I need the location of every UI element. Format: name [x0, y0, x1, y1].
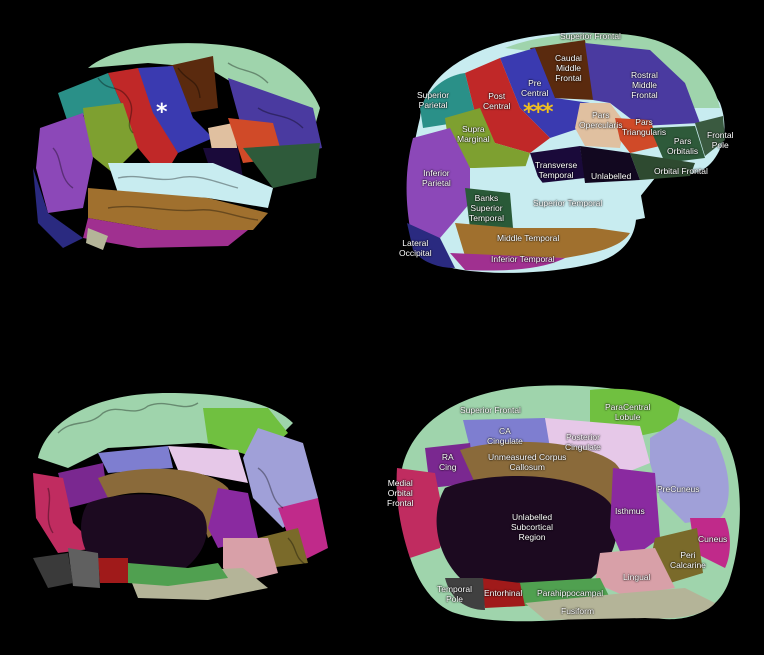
- label-peri-calcarine: Peri Calcarine: [670, 550, 706, 570]
- label-transverse-temporal: Transverse Temporal: [535, 160, 577, 180]
- label-middle-temporal: Middle Temporal: [497, 233, 559, 243]
- label-pars-orbitalis: Pars Orbitalis: [667, 136, 698, 156]
- region-frontal-pole: [33, 553, 73, 588]
- label-parahippocampal: Parahippocampal: [537, 588, 603, 598]
- label-ca-cingulate: CA Cingulate: [487, 426, 523, 446]
- label-superior-temporal: Superior Temporal: [533, 198, 602, 208]
- single-asterisk-marker: *: [156, 100, 168, 125]
- label-superior-frontal: Superior Frontal: [560, 31, 621, 41]
- label-banks-superior-temporal: Banks Superior Temporal: [469, 193, 504, 223]
- label-superior-frontal: Superior Frontal: [460, 405, 521, 415]
- label-orbital-frontal: Orbital Frontal: [654, 166, 708, 176]
- region-entorhinal: [98, 558, 128, 583]
- label-medial-orbital-frontal: Medial Orbital Frontal: [387, 478, 413, 508]
- label-unlabelled: Unlabelled: [591, 171, 631, 181]
- medial-inflated-brain: Superior Frontal ParaCentral Lobule CA C…: [385, 378, 750, 628]
- medial-pial-brain: [28, 388, 328, 608]
- label-pre-central: Pre Central: [521, 78, 548, 98]
- label-post-central: Post Central: [483, 91, 510, 111]
- label-precuneus: PreCuneus: [657, 484, 700, 494]
- label-posterior-cingulate: Posterior Cingulate: [565, 432, 601, 452]
- triple-asterisk-marker: ***: [523, 100, 552, 125]
- label-pars-triangularis: Pars Triangularis: [622, 117, 666, 137]
- label-fusiform: Fusiform: [561, 606, 594, 616]
- lateral-pial-brain: *: [28, 38, 328, 258]
- region-inferior-parietal: [36, 113, 93, 213]
- label-frontal-pole: Frontal Pole: [707, 130, 733, 150]
- label-rostral-middle-frontal: Rostral Middle Frontal: [631, 70, 658, 100]
- label-inferior-temporal: Inferior Temporal: [491, 254, 555, 264]
- label-superior-parietal: Superior Parietal: [417, 90, 449, 110]
- label-inferior-parietal: Inferior Parietal: [422, 168, 451, 188]
- lateral-inflated-brain: *** Superior Frontal Caudal Middle Front…: [395, 28, 740, 278]
- label-caudal-middle-frontal: Caudal Middle Frontal: [555, 53, 582, 83]
- label-paracentral-lobule: ParaCentral Lobule: [605, 402, 650, 422]
- label-supra-marginal: Supra Marginal: [457, 124, 490, 144]
- label-lateral-occipital: Lateral Occipital: [399, 238, 432, 258]
- label-temporal-pole: Temporal Pole: [437, 584, 472, 604]
- label-ra-cing: RA Cing: [439, 452, 456, 472]
- label-unmeasured-corpus-callosum: Unmeasured Corpus Callosum: [488, 452, 566, 472]
- label-unlabelled-subcortical: Unlabelled Subcortical Region: [511, 512, 553, 542]
- label-pars-opercularis: Pars Opercularis: [579, 110, 622, 130]
- label-lingual: Lingual: [623, 572, 650, 582]
- label-entorhinal: Entorhinal: [484, 588, 522, 598]
- label-cuneus: Cuneus: [698, 534, 727, 544]
- label-isthmus: Isthmus: [615, 506, 645, 516]
